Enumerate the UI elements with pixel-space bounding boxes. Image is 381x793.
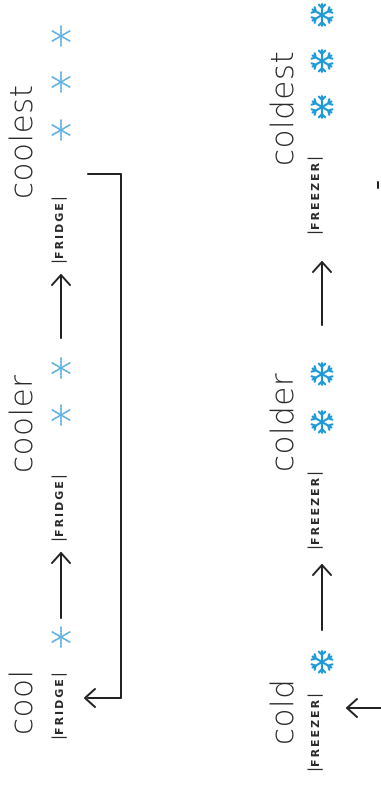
snowflake-icon <box>310 410 334 434</box>
snowflake-icon <box>310 3 334 27</box>
snowflake-icon <box>51 71 71 93</box>
arrow-cold-to-colder <box>312 564 332 631</box>
snowflake-icon <box>310 650 334 674</box>
connector-coolest-to-cool <box>87 173 122 699</box>
arrow-cool-to-cooler <box>51 552 71 619</box>
arrowhead-cool-connector <box>84 688 96 708</box>
arrowhead-cold-connector <box>346 698 358 718</box>
arrow-cooler-to-coolest <box>51 274 71 339</box>
snowflake-icon <box>310 362 334 386</box>
snowflake-icon <box>51 357 71 379</box>
snowflake-icon <box>51 25 71 47</box>
snowflake-icon <box>51 626 71 648</box>
snowflake-icon <box>310 95 334 119</box>
snowflake-icon <box>310 49 334 73</box>
snowflake-icon <box>51 119 71 141</box>
snowflake-icon <box>51 404 71 426</box>
arrow-colder-to-coldest <box>312 261 332 326</box>
